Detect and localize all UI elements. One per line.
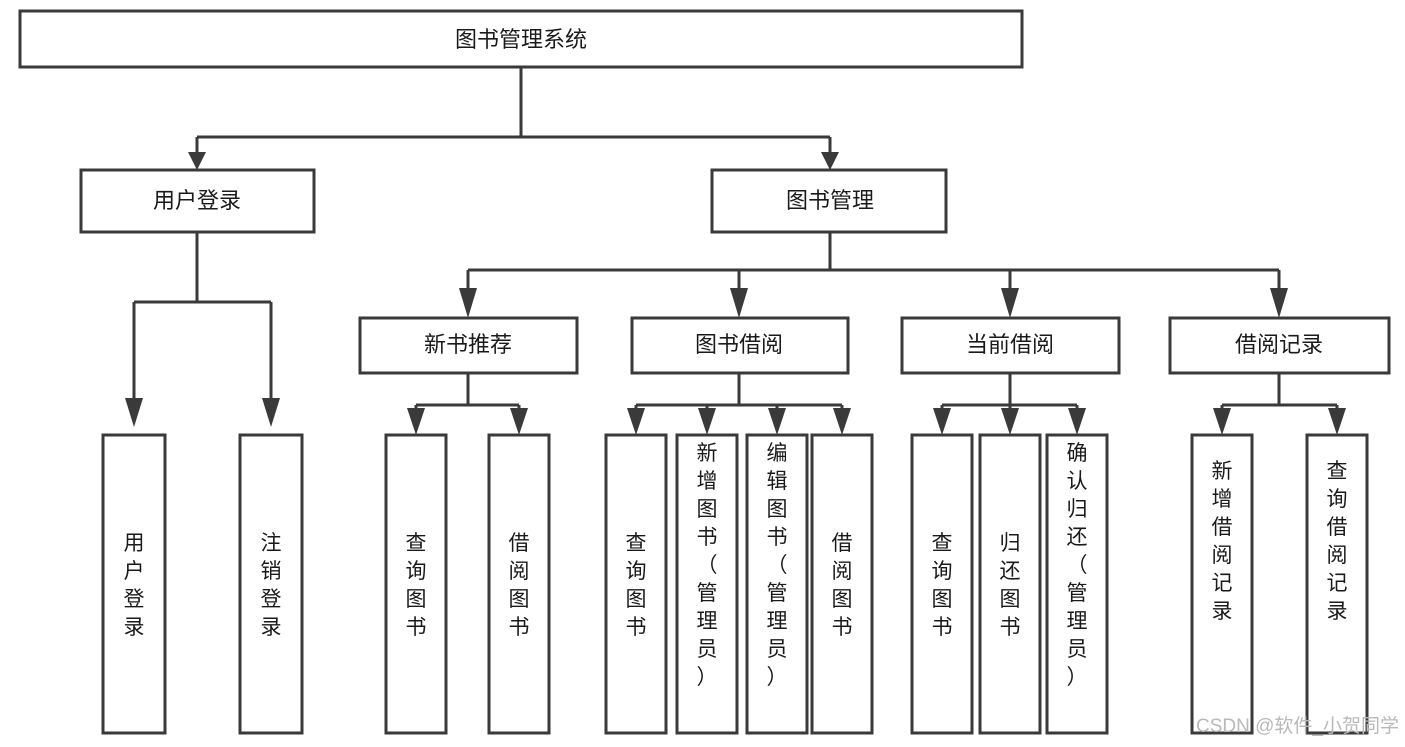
node-user-login[interactable]: 用户登录 (79, 168, 316, 234)
node-root-label: 图书管理系统 (455, 27, 587, 52)
arrow-head-leaf-book-borrow-3 (768, 408, 786, 435)
arrow-head-leaf-borrow-records-1 (1213, 408, 1231, 435)
leaf-node-user-logout-action[interactable]: 注销登录 (238, 433, 304, 735)
arrow-head-leaf-current-borrow-3 (1068, 408, 1086, 435)
leaf-node-user-login-action[interactable]: 用户登录 (101, 433, 167, 735)
leaf-node-user-logout-action-box[interactable] (238, 433, 304, 735)
leaf-node-records-query-label: 查询借阅记录 (1327, 460, 1348, 623)
leaf-node-borrow-edit-book-admin-box[interactable] (745, 433, 809, 735)
leaf-node-current-return-book-label: 归还图书 (1000, 532, 1021, 639)
arrow-head-leaf-borrow-records-2 (1328, 408, 1346, 435)
leaf-node-records-add[interactable]: 新增借阅记录 (1190, 433, 1254, 735)
leaf-node-new-books-borrow-label: 借阅图书 (509, 532, 530, 639)
arrow-head-new-books (459, 288, 477, 318)
node-current-borrow-box[interactable] (900, 316, 1121, 375)
node-user-login-label: 用户登录 (153, 188, 241, 213)
leaf-node-records-add-box[interactable] (1190, 433, 1254, 735)
leaf-node-new-books-borrow[interactable]: 借阅图书 (487, 433, 551, 735)
leaf-node-current-confirm-return-admin-box[interactable] (1045, 433, 1109, 735)
leaf-node-borrow-query-book[interactable]: 查询图书 (604, 433, 668, 735)
node-user-login-box[interactable] (79, 168, 316, 234)
node-book-borrow-label: 图书借阅 (695, 332, 783, 357)
node-root-book-management-system[interactable]: 图书管理系统 (18, 9, 1024, 69)
leaf-node-current-return-book-box[interactable] (978, 433, 1042, 735)
arrow-head-current-borrow (1001, 288, 1019, 318)
arrow-head-leaf-user-login-1 (125, 398, 143, 427)
node-borrow-records-label: 借阅记录 (1235, 332, 1323, 357)
leaf-node-new-books-query-label: 查询图书 (406, 532, 427, 639)
node-current-borrow[interactable]: 当前借阅 (900, 316, 1121, 375)
arrow-head-leaf-user-login-2 (262, 398, 280, 427)
node-book-management-label: 图书管理 (786, 188, 874, 213)
arrow-head-borrow-records (1270, 288, 1288, 318)
leaf-node-current-query-book[interactable]: 查询图书 (910, 433, 974, 735)
leaf-node-borrow-borrow-book-label: 借阅图书 (832, 532, 853, 639)
leaf-node-current-query-book-box[interactable] (910, 433, 974, 735)
leaf-node-borrow-edit-book-admin-label: 编辑图书（管理员） (767, 442, 788, 689)
arrow-head-leaf-book-borrow-2 (698, 408, 716, 435)
arrow-head-leaf-new-books-2 (510, 408, 528, 435)
leaf-node-new-books-query[interactable]: 查询图书 (384, 433, 448, 735)
node-new-book-recommend[interactable]: 新书推荐 (358, 316, 579, 375)
node-borrow-records-box[interactable] (1168, 316, 1391, 375)
arrow-head-user-login (188, 152, 206, 170)
leaf-node-borrow-borrow-book[interactable]: 借阅图书 (810, 433, 874, 735)
node-new-book-recommend-box[interactable] (358, 316, 579, 375)
leaf-node-records-add-label: 新增借阅记录 (1212, 460, 1233, 623)
leaf-node-borrow-add-book-admin[interactable]: 新增图书（管理员） (675, 433, 739, 735)
arrow-head-leaf-book-borrow-1 (627, 408, 645, 435)
leaf-node-new-books-query-box[interactable] (384, 433, 448, 735)
node-book-management-box[interactable] (710, 168, 948, 234)
leaf-node-borrow-add-book-admin-box[interactable] (675, 433, 739, 735)
leaf-node-records-query[interactable]: 查询借阅记录 (1305, 433, 1369, 735)
leaf-node-borrow-add-book-admin-label: 新增图书（管理员） (697, 442, 718, 689)
leaf-node-new-books-borrow-box[interactable] (487, 433, 551, 735)
leaf-node-user-login-action-label: 用户登录 (124, 532, 145, 639)
arrow-head-leaf-book-borrow-4 (833, 408, 851, 435)
node-new-book-recommend-label: 新书推荐 (424, 332, 512, 357)
leaf-node-borrow-edit-book-admin[interactable]: 编辑图书（管理员） (745, 433, 809, 735)
arrow-head-leaf-current-borrow-2 (1001, 408, 1019, 435)
leaf-node-current-confirm-return-admin[interactable]: 确认归还（管理员） (1045, 433, 1109, 735)
node-current-borrow-label: 当前借阅 (966, 332, 1054, 357)
leaf-node-records-query-box[interactable] (1305, 433, 1369, 735)
leaf-node-borrow-borrow-book-box[interactable] (810, 433, 874, 735)
leaf-node-current-confirm-return-admin-label: 确认归还（管理员） (1067, 442, 1088, 689)
node-borrow-records[interactable]: 借阅记录 (1168, 316, 1391, 375)
connector-layer (125, 67, 1346, 435)
arrow-head-leaf-current-borrow-1 (933, 408, 951, 435)
leaf-node-user-logout-action-label: 注销登录 (261, 532, 282, 639)
arrow-head-book-mgmt (821, 152, 839, 170)
watermark-label: CSDN @软件_小贺同学 (1196, 715, 1399, 737)
node-book-borrow-box[interactable] (630, 316, 850, 375)
node-root-box[interactable] (18, 9, 1024, 69)
node-book-management[interactable]: 图书管理 (710, 168, 948, 234)
leaf-node-borrow-query-book-label: 查询图书 (626, 532, 647, 639)
node-book-borrow[interactable]: 图书借阅 (630, 316, 850, 375)
arrow-head-book-borrow (730, 288, 748, 318)
leaf-node-borrow-query-book-box[interactable] (604, 433, 668, 735)
leaf-node-user-login-action-box[interactable] (101, 433, 167, 735)
leaf-node-current-query-book-label: 查询图书 (932, 532, 953, 639)
leaf-node-current-return-book[interactable]: 归还图书 (978, 433, 1042, 735)
arrow-head-leaf-new-books-1 (407, 408, 425, 435)
